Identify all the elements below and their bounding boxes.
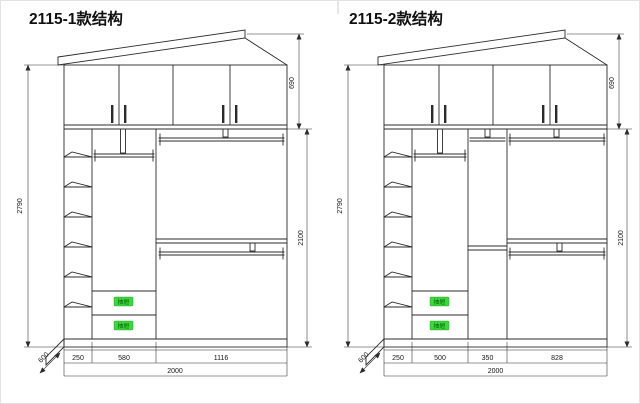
- drawer-badge: [113, 320, 134, 331]
- dim-col-width: 1116: [214, 355, 229, 362]
- drawer-badge-label: 抽屉: [433, 322, 445, 330]
- dim-overall-height: 2790: [17, 198, 24, 214]
- rod-bracket: [553, 128, 560, 138]
- rod-bracket: [556, 242, 563, 252]
- rod-bracket: [120, 128, 126, 154]
- dim-col-width: 250: [72, 355, 84, 362]
- diagram-title: 2115-1款结构: [29, 9, 123, 28]
- drawer-stack: 抽屉 抽屉: [411, 290, 469, 331]
- dim-body-height: 2100: [618, 230, 625, 246]
- drawer-badge-label: 抽屉: [433, 298, 445, 306]
- dim-overall-width: 2000: [167, 368, 183, 375]
- dim-top-cabinet-height: 690: [289, 77, 296, 89]
- diagram-title: 2115-2款结构: [349, 9, 443, 28]
- rod-bracket: [222, 128, 229, 138]
- dim-overall-height: 2790: [337, 198, 344, 214]
- dim-top-cabinet-height: 690: [609, 77, 616, 89]
- wardrobe-2115-2: 2115-2款结构 抽屉 抽屉: [337, 9, 632, 377]
- dim-body-height: 2100: [298, 230, 305, 246]
- drawer-badge-label: 抽屉: [117, 322, 129, 330]
- rod-bracket: [437, 128, 443, 154]
- dim-col-width: 828: [551, 355, 563, 362]
- drawer-stack: 抽屉 抽屉: [91, 290, 157, 331]
- wardrobe-2-dimensions: 2790 690 2100 250 500 350 828 2000: [337, 33, 632, 377]
- dim-col-width: 500: [434, 355, 446, 362]
- wardrobe-1-interior: 抽屉 抽屉: [91, 128, 288, 340]
- drawer-badge: [429, 296, 450, 307]
- drawer-badge: [429, 320, 450, 331]
- dim-overall-width: 2000: [488, 368, 504, 375]
- rod-bracket: [484, 128, 491, 138]
- drawer-badge-label: 抽屉: [117, 298, 129, 306]
- wardrobe-1-dimensions: 2790 690 2100 250 580 1116 2000 600: [17, 33, 312, 377]
- dim-col-width: 350: [482, 355, 494, 362]
- wardrobe-2115-1: 2115-1款结构 抽屉 抽屉: [17, 9, 312, 377]
- dim-col-width: 580: [118, 355, 130, 362]
- drawer-badge: [113, 296, 134, 307]
- rod-bracket: [249, 242, 256, 252]
- wardrobe-2-interior: 抽屉 抽屉: [411, 128, 608, 340]
- dim-col-width: 250: [392, 355, 404, 362]
